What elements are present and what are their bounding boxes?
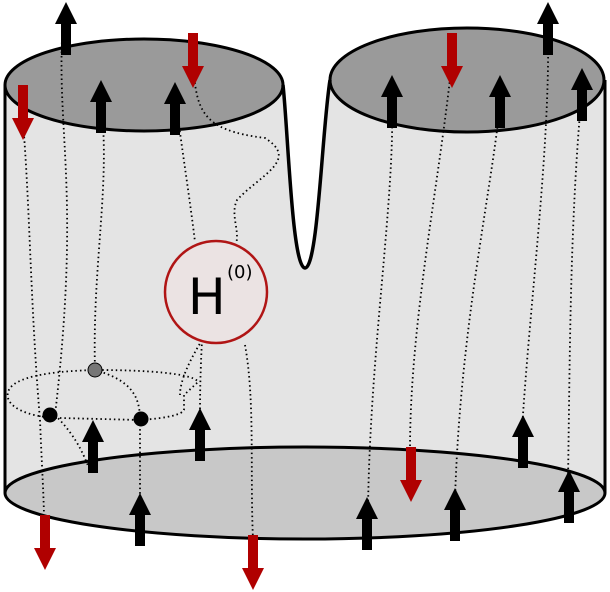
down-arrow-icon [400, 447, 422, 502]
up-arrow-icon [189, 408, 211, 461]
up-arrow-icon [512, 415, 534, 468]
up-arrow-icon [90, 80, 112, 133]
dotted-loop [6, 369, 200, 421]
strand [567, 89, 583, 481]
up-arrow-icon [55, 2, 77, 55]
up-arrow-icon [356, 497, 378, 550]
vertex-label-superscript: (0) [227, 262, 253, 283]
vertex-circle [163, 239, 269, 345]
up-arrow-icon [537, 2, 559, 55]
down-arrow-icon [441, 33, 463, 88]
strand [21, 109, 45, 521]
down-arrow-icon [12, 85, 34, 140]
strand [54, 414, 91, 471]
vertex-label-main: H [188, 268, 226, 326]
down-arrow-icon [34, 515, 56, 570]
marked-point-icon [42, 407, 58, 423]
strand [192, 59, 280, 245]
down-arrow-icon [242, 535, 264, 590]
marked-point-icon [133, 411, 149, 427]
up-arrow-icon [558, 470, 580, 523]
up-arrow-icon [381, 75, 403, 128]
vertex-operator: H (0) [163, 239, 269, 345]
strand [454, 104, 501, 501]
surface-body [5, 27, 605, 540]
up-arrow-icon [444, 488, 466, 541]
left-top-boundary-cap [3, 37, 285, 133]
up-arrow-icon [489, 75, 511, 128]
strand [94, 369, 141, 421]
marked-point-icon [87, 362, 103, 378]
strand [521, 29, 550, 431]
strand [179, 339, 203, 396]
up-arrow-icon [571, 68, 593, 121]
strand [199, 339, 203, 421]
right-top-boundary-cap [328, 26, 606, 134]
down-arrow-icon [182, 33, 204, 88]
up-arrow-icon [164, 82, 186, 135]
up-arrow-icon [82, 420, 104, 473]
crotch-outline [281, 79, 332, 270]
up-arrow-icon [129, 493, 151, 546]
strand [367, 99, 394, 511]
